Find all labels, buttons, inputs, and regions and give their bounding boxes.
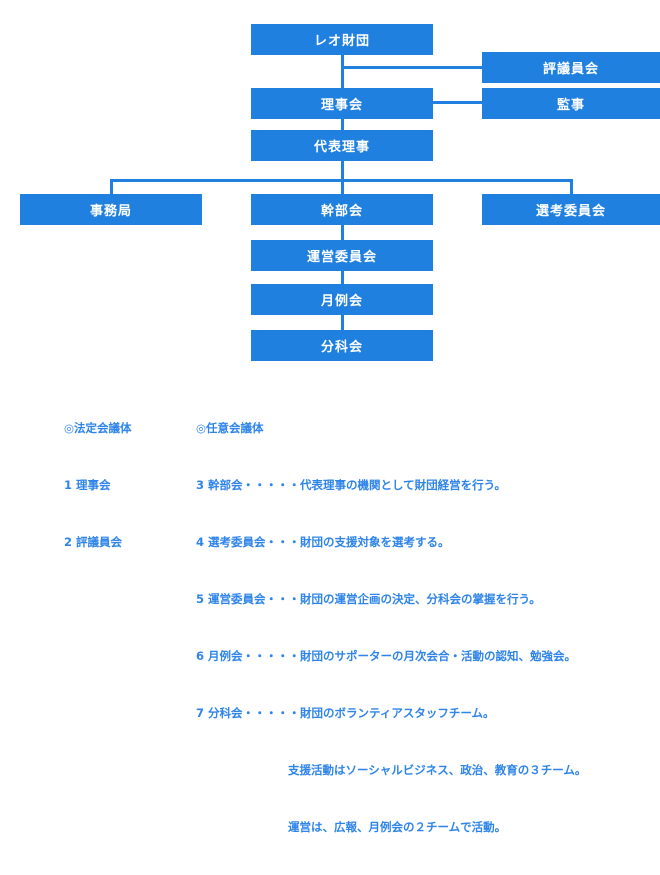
legend-statutory: ◎法定会議体 1 理事会 2 評議員会 — [64, 381, 132, 590]
connector-monthly-to-subcommittee — [341, 314, 344, 330]
connector-foundation-to-board — [341, 54, 344, 88]
node-secretariat[interactable]: 事務局 — [20, 194, 202, 225]
connector-board-to-auditor — [433, 101, 483, 104]
legend-voluntary-continuation-1: 支援活動はソーシャルビジネス、政治、教育の３チーム。 — [288, 763, 587, 777]
legend-voluntary-item-5: 5 運営委員会・・・財団の運営企画の決定、分科会の掌握を行う。 — [196, 592, 541, 606]
legend-voluntary-item-6: 6 月例会・・・・・財団のサポーターの月次会合・活動の認知、勉強会。 — [196, 649, 577, 663]
node-auditor[interactable]: 監事 — [482, 88, 660, 119]
connector-bar-to-selection — [570, 179, 573, 194]
node-foundation[interactable]: レオ財団 — [251, 24, 433, 55]
connector-foundation-to-councilors — [341, 66, 483, 69]
legend-voluntary-item-4: 4 選考委員会・・・財団の支援対象を選考する。 — [196, 535, 450, 549]
legend-voluntary-item-3: 3 幹部会・・・・・代表理事の機関として財団経営を行う。 — [196, 478, 506, 492]
connector-distribution-bar — [110, 179, 572, 182]
node-selection-committee[interactable]: 選考委員会 — [482, 194, 660, 225]
org-chart-canvas: レオ財団 評議員会 理事会 監事 代表理事 事務局 幹部会 選考委員会 運営委員… — [20, 24, 660, 834]
legend-voluntary-item-7: 7 分科会・・・・・財団のボランティアスタッフチーム。 — [196, 706, 495, 720]
connector-executive-to-steering — [341, 224, 344, 240]
node-steering-committee[interactable]: 運営委員会 — [251, 240, 433, 271]
node-executive[interactable]: 幹部会 — [251, 194, 433, 225]
legend-statutory-item-1: 1 理事会 — [64, 478, 111, 492]
legend-voluntary: ◎任意会議体 3 幹部会・・・・・代表理事の機関として財団経営を行う。 4 選考… — [196, 381, 586, 875]
node-councilors[interactable]: 評議員会 — [482, 52, 660, 83]
connector-steering-to-monthly — [341, 270, 344, 284]
node-representative[interactable]: 代表理事 — [251, 130, 433, 161]
node-subcommittee[interactable]: 分科会 — [251, 330, 433, 361]
connector-bar-to-secretariat — [110, 179, 113, 194]
legend-voluntary-continuation-2: 運営は、広報、月例会の２チームで活動。 — [288, 820, 507, 834]
connector-board-to-representative — [341, 118, 344, 130]
node-monthly-meeting[interactable]: 月例会 — [251, 284, 433, 315]
legend-voluntary-heading: ◎任意会議体 — [196, 421, 264, 435]
legend-statutory-heading: ◎法定会議体 — [64, 421, 132, 435]
node-board[interactable]: 理事会 — [251, 88, 433, 119]
connector-representative-down — [341, 160, 344, 194]
legend-statutory-item-2: 2 評議員会 — [64, 535, 123, 549]
